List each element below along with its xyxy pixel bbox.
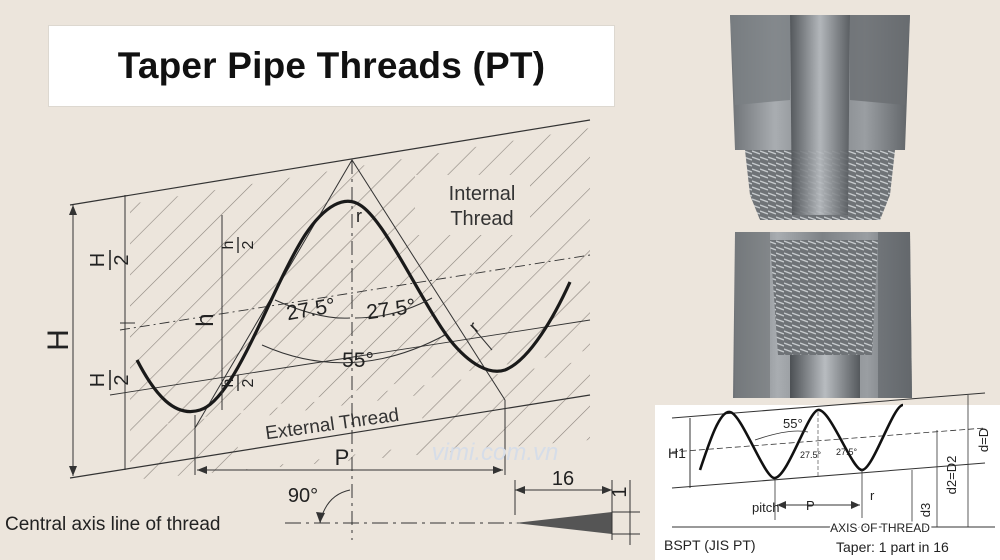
bspt-pitch-line (671, 427, 986, 453)
external-label-bg (235, 395, 425, 470)
internal-thread-label: Internal (449, 183, 516, 205)
bspt-r-label: r (870, 488, 875, 503)
svg-text:2: 2 (240, 378, 257, 387)
bspt-half-angle-right: 27.5° (836, 447, 858, 457)
bspt-half-angle-left: 27.5° (800, 450, 822, 460)
crest-radius-label: r (356, 206, 362, 226)
half-h-lower: h 2 (220, 375, 257, 391)
half-h-upper: h 2 (220, 237, 257, 253)
svg-text:h: h (220, 241, 237, 250)
internal-label-bg (415, 175, 530, 235)
bspt-h1-label: H1 (668, 445, 686, 461)
male-fitting (730, 15, 910, 220)
bspt-d3-label: d3 (918, 503, 933, 517)
svg-text:h: h (220, 379, 237, 388)
bspt-axis-label: AXIS OF THREAD (830, 521, 930, 535)
bspt-pitch-text: pitch (752, 500, 779, 515)
female-fitting (733, 232, 912, 398)
pitch-label: P (335, 445, 350, 470)
bspt-diagram: pitch P 55° 27.5° 27.5° r H1 d3 d2=D2 d=… (655, 392, 1000, 560)
bspt-d-label: d=D (976, 428, 991, 452)
half-height-upper: H 2 (87, 250, 133, 270)
bspt-angle: 55° (783, 416, 803, 431)
thread-angle-arc (261, 334, 446, 364)
root-line (109, 319, 591, 396)
thread-height-label: h (192, 313, 219, 326)
watermark: vimi.com.vn (432, 439, 559, 466)
svg-text:H: H (87, 373, 109, 387)
height-label: H (42, 329, 75, 351)
bspt-d2-label: d2=D2 (944, 456, 959, 495)
svg-text:2: 2 (111, 254, 133, 265)
taper-rise-label: 1 (609, 486, 631, 497)
internal-thread-label-2: Thread (450, 208, 513, 230)
bspt-p-label: P (806, 498, 815, 513)
svg-text:H: H (87, 253, 109, 267)
right-angle-label: 90° (288, 485, 318, 507)
lower-taper-line (69, 394, 591, 479)
svg-text:2: 2 (111, 374, 133, 385)
bspt-taper-label: Taper: 1 part in 16 (836, 539, 949, 555)
upper-taper-line (69, 119, 591, 206)
title-banner: Taper Pipe Threads (PT) (48, 25, 615, 107)
half-height-lower: H 2 (87, 370, 133, 390)
thread-profile (135, 199, 572, 414)
taper-run-label: 16 (552, 468, 574, 490)
axis-caption: Central axis line of thread (5, 514, 220, 535)
bspt-thread-profile (698, 403, 904, 480)
bspt-root-line (671, 462, 986, 489)
thread-angle-label: 55° (342, 349, 374, 372)
bspt-standard-label: BSPT (JIS PT) (664, 537, 756, 553)
svg-text:2: 2 (240, 240, 257, 249)
taper-wedge (515, 512, 612, 534)
main-thread-diagram: H H 2 H 2 h h 2 h 2 (5, 119, 640, 545)
page-title: Taper Pipe Threads (PT) (117, 45, 546, 86)
